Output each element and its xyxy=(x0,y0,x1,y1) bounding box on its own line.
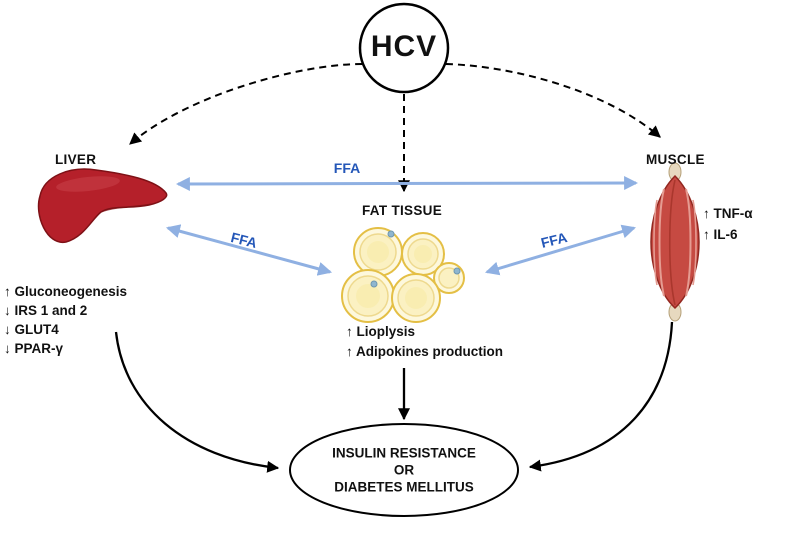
fat-cell-nucleus xyxy=(387,230,395,238)
ffa-label-center: FFA xyxy=(333,160,361,176)
fat-cell-nucleus xyxy=(370,280,378,288)
ffa-arrow-liver-fat xyxy=(165,224,333,276)
outcome-line-3: DIABETES MELLITUS xyxy=(334,479,474,495)
liver-effect-2: ↓ IRS 1 and 2 xyxy=(4,303,88,318)
fat-tissue-label: FAT TISSUE xyxy=(362,203,443,218)
ffa-arrow-liver-muscle xyxy=(175,176,639,191)
muscle-icon xyxy=(650,162,700,322)
liver-effects-list: ↑ Gluconeogenesis ↓ IRS 1 and 2 ↓ GLUT4 … xyxy=(4,282,127,358)
liver-to-outcome-arrow xyxy=(114,331,280,473)
liver-effect-1: ↑ Gluconeogenesis xyxy=(4,284,128,299)
outcome-line-1: INSULIN RESISTANCE xyxy=(332,445,476,461)
muscle-effect-1: ↑ TNF-α xyxy=(703,206,753,221)
fat-cells-icon xyxy=(341,227,465,323)
muscle-effects-list: ↑ TNF-α ↑ IL-6 xyxy=(703,203,753,245)
outcome-ellipse xyxy=(289,423,519,517)
liver-label: LIVER xyxy=(55,152,97,167)
fat-effect-1: ↑ Lioplysis xyxy=(346,324,416,339)
liver-effect-4: ↓ PPAR-γ xyxy=(4,341,64,356)
outcome-line-2: OR xyxy=(393,462,415,478)
hcv-node-circle xyxy=(358,2,450,94)
hcv-to-muscle-arrow xyxy=(445,63,661,138)
liver-effect-3: ↓ GLUT4 xyxy=(4,322,59,337)
hcv-to-liver-arrow xyxy=(129,63,363,145)
ffa-arrow-fat-muscle xyxy=(484,224,637,276)
fat-effect-2: ↑ Adipokines production xyxy=(346,344,503,359)
muscle-label: MUSCLE xyxy=(646,152,705,167)
muscle-to-outcome-arrow xyxy=(528,321,674,472)
fat-cell-nucleus xyxy=(453,267,461,275)
hcv-label: HCV xyxy=(370,30,438,63)
fat-effects-list: ↑ Lioplysis ↑ Adipokines production xyxy=(346,322,503,362)
outcome-text: INSULIN RESISTANCE OR DIABETES MELLITUS xyxy=(289,445,519,496)
muscle-effect-2: ↑ IL-6 xyxy=(703,227,738,242)
liver-icon xyxy=(37,168,168,243)
